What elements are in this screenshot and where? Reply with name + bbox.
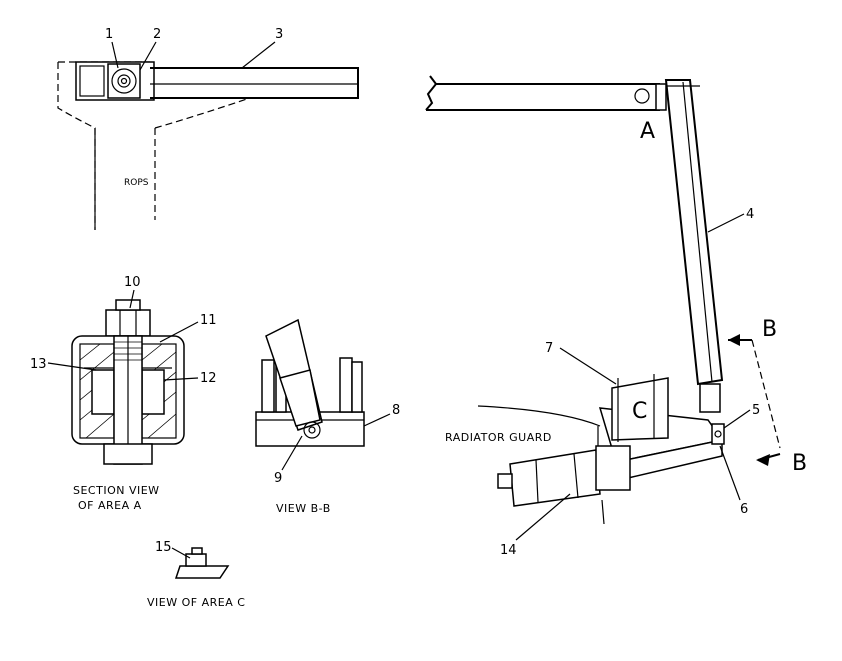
svg-text:12: 12 [200,371,217,386]
svg-text:5: 5 [752,403,760,418]
view-area-c-caption: VIEW OF AREA C [147,596,245,609]
callout-5: 5 [723,403,760,429]
callout-8: 8 [363,403,400,427]
svg-text:7: 7 [545,341,553,356]
section-b-top-label: B [762,317,777,342]
callout-13: 13 [30,357,97,372]
svg-text:8: 8 [392,403,400,418]
svg-text:3: 3 [275,27,283,42]
view-bb-caption: VIEW B-B [276,502,331,515]
callout-15: 15 [155,540,191,559]
callout-12: 12 [163,371,217,386]
callout-7: 7 [545,341,617,385]
area-c-label: C [632,399,647,424]
rops-mount-view: ROPS [57,61,359,230]
rod-assembly [425,75,781,525]
svg-text:13: 13 [30,357,47,372]
svg-text:14: 14 [500,543,517,558]
section-view-caption-line2: OF AREA A [78,499,142,512]
callout-4: 4 [707,207,754,233]
callout-11: 11 [159,313,217,343]
svg-text:11: 11 [200,313,217,328]
area-a-label: A [640,119,655,144]
callout-1: 1 [105,27,119,69]
svg-text:2: 2 [153,27,161,42]
svg-text:4: 4 [746,207,754,222]
section-b-bottom-label: B [792,451,807,476]
svg-text:10: 10 [124,275,141,290]
callout-9: 9 [274,435,303,486]
callout-3: 3 [241,27,283,69]
svg-text:1: 1 [105,27,113,42]
svg-text:6: 6 [740,502,748,517]
view-bb [255,318,365,447]
callout-10: 10 [124,275,141,309]
view-area-c [174,547,230,579]
callout-14: 14 [500,493,571,558]
callout-2: 2 [139,27,161,71]
radiator-guard-label: RADIATOR GUARD [445,431,552,444]
rops-label: ROPS [124,178,149,188]
svg-text:9: 9 [274,471,282,486]
callout-6: 6 [719,445,748,517]
svg-text:15: 15 [155,540,172,555]
section-view-area-a [71,299,185,465]
section-view-caption-line1: SECTION VIEW [73,484,160,497]
